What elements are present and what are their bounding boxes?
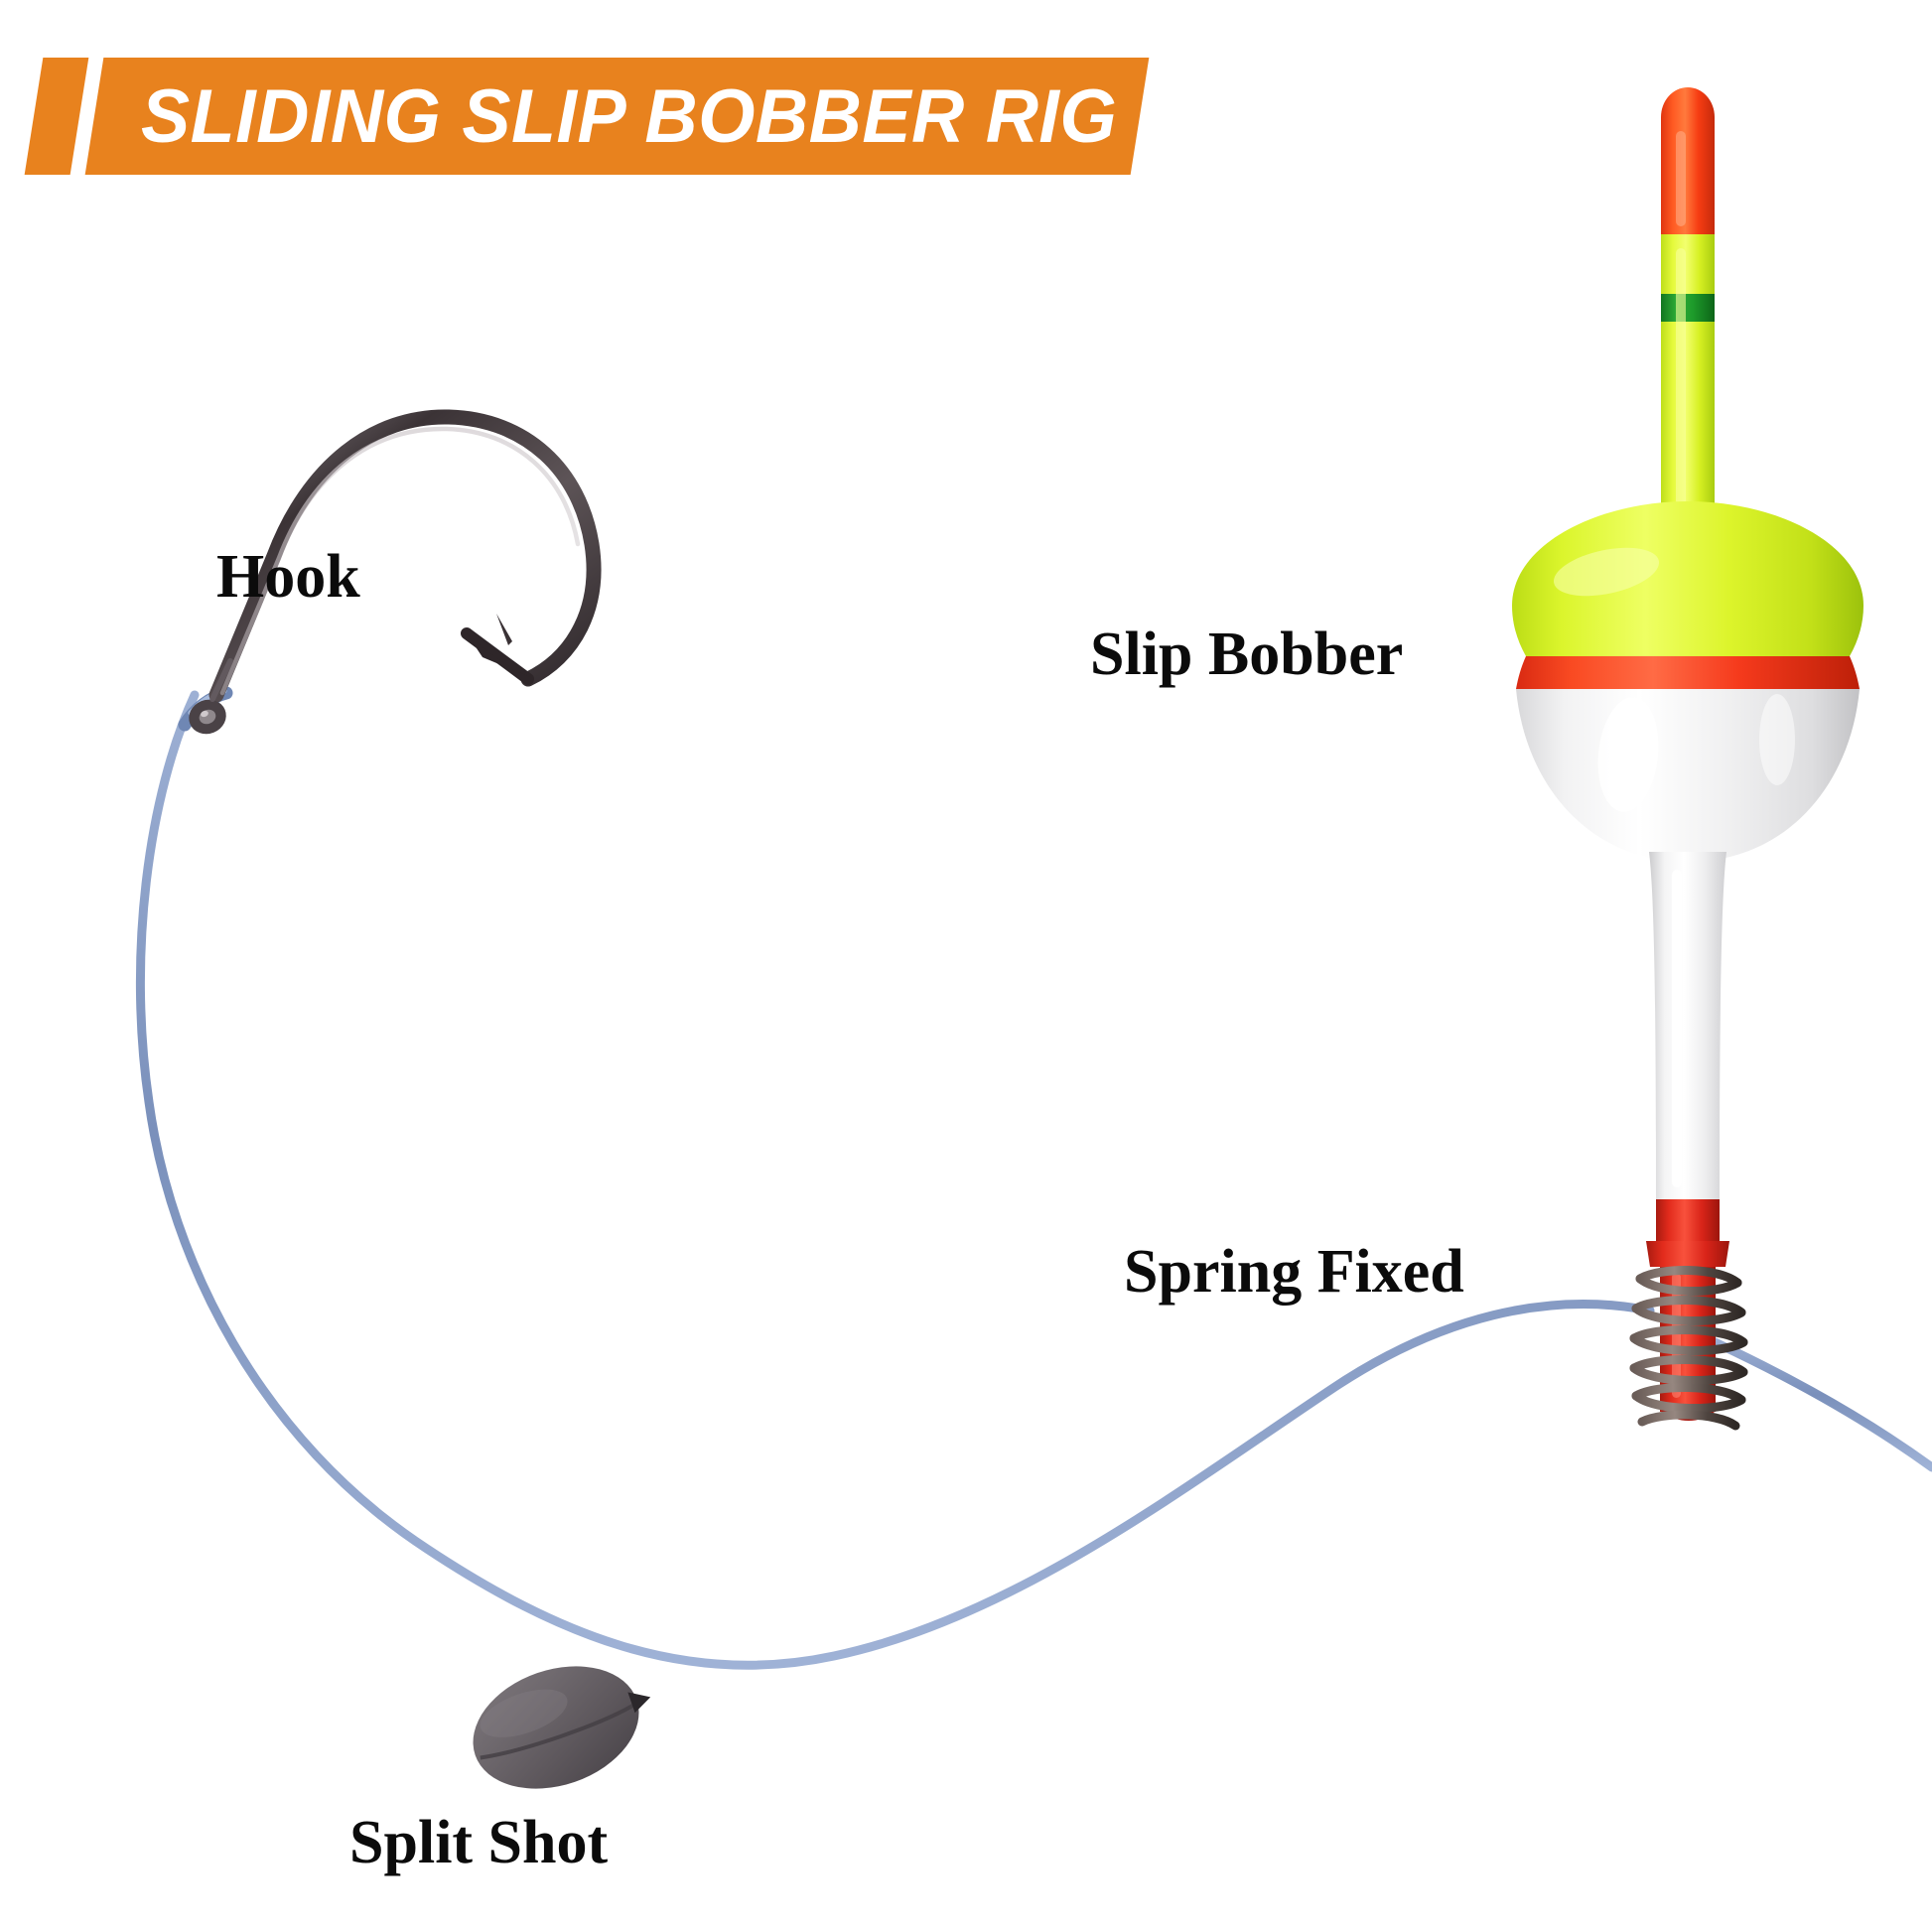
- label-spring-fixed: Spring Fixed: [1124, 1238, 1464, 1306]
- label-hook: Hook: [216, 543, 360, 611]
- label-split-shot: Split Shot: [349, 1809, 609, 1876]
- fixed-spring-stop: [1629, 1265, 1748, 1431]
- page-title: SLIDING SLIP BOBBER RIG: [141, 73, 1118, 159]
- split-shot-weight: [473, 1666, 651, 1789]
- label-slip-bobber: Slip Bobber: [1090, 621, 1404, 688]
- fishing-hook: [189, 409, 602, 735]
- slip-bobber-float: [1512, 87, 1863, 1421]
- title-banner: SLIDING SLIP BOBBER RIG: [0, 0, 1241, 238]
